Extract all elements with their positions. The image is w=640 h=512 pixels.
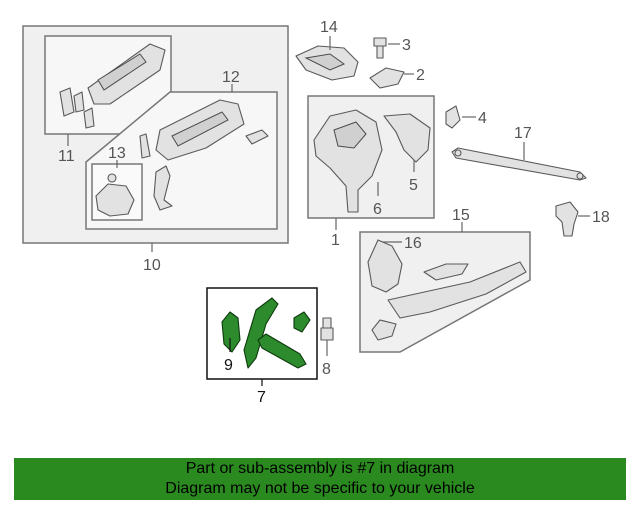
part-8-group: 8	[320, 317, 334, 378]
callout-6: 6	[373, 201, 382, 218]
callout-9: 9	[224, 357, 233, 374]
callout-2: 2	[416, 67, 425, 84]
footer-banner: Part or sub-assembly is #7 in diagram Di…	[14, 458, 626, 500]
callout-7: 7	[257, 389, 266, 406]
part-7-bracket-highlight	[293, 311, 311, 333]
part-3-group: 3	[373, 37, 411, 59]
part-14-group: 14	[295, 19, 359, 81]
callout-4: 4	[478, 110, 487, 127]
assembly-10-group: 11 12 13 10	[22, 25, 289, 274]
part-4-group: 4	[445, 105, 487, 129]
footer-line-1: Part or sub-assembly is #7 in diagram	[185, 460, 455, 477]
callout-12: 12	[222, 69, 240, 86]
callout-10: 10	[143, 257, 161, 274]
assembly-15-group: 16 15	[359, 207, 531, 353]
part-11-drawing	[59, 43, 166, 129]
callout-8: 8	[322, 361, 331, 378]
callout-3: 3	[402, 37, 411, 54]
part-2-group: 2	[369, 67, 425, 89]
part-18-group: 18	[555, 201, 610, 237]
callout-13: 13	[108, 145, 126, 162]
part-17-group: 17	[451, 125, 587, 181]
assembly-7-group: 9 7	[206, 287, 318, 406]
callout-15: 15	[452, 207, 470, 224]
callout-16: 16	[404, 235, 422, 252]
assembly-1-group: 6 5 1	[307, 95, 435, 249]
callout-17: 17	[514, 125, 532, 142]
part-9-highlight	[221, 311, 241, 353]
callout-18: 18	[592, 209, 610, 226]
callout-11: 11	[58, 148, 75, 165]
part-7-upright-highlight	[243, 297, 279, 369]
part-12-drawing	[139, 99, 269, 161]
callout-5: 5	[409, 177, 418, 194]
part-13-drawing	[95, 165, 173, 217]
footer-line-2: Diagram may not be specific to your vehi…	[165, 480, 475, 497]
callout-14: 14	[320, 19, 338, 36]
part-7-rail-highlight	[257, 333, 307, 369]
callout-1: 1	[331, 232, 340, 249]
